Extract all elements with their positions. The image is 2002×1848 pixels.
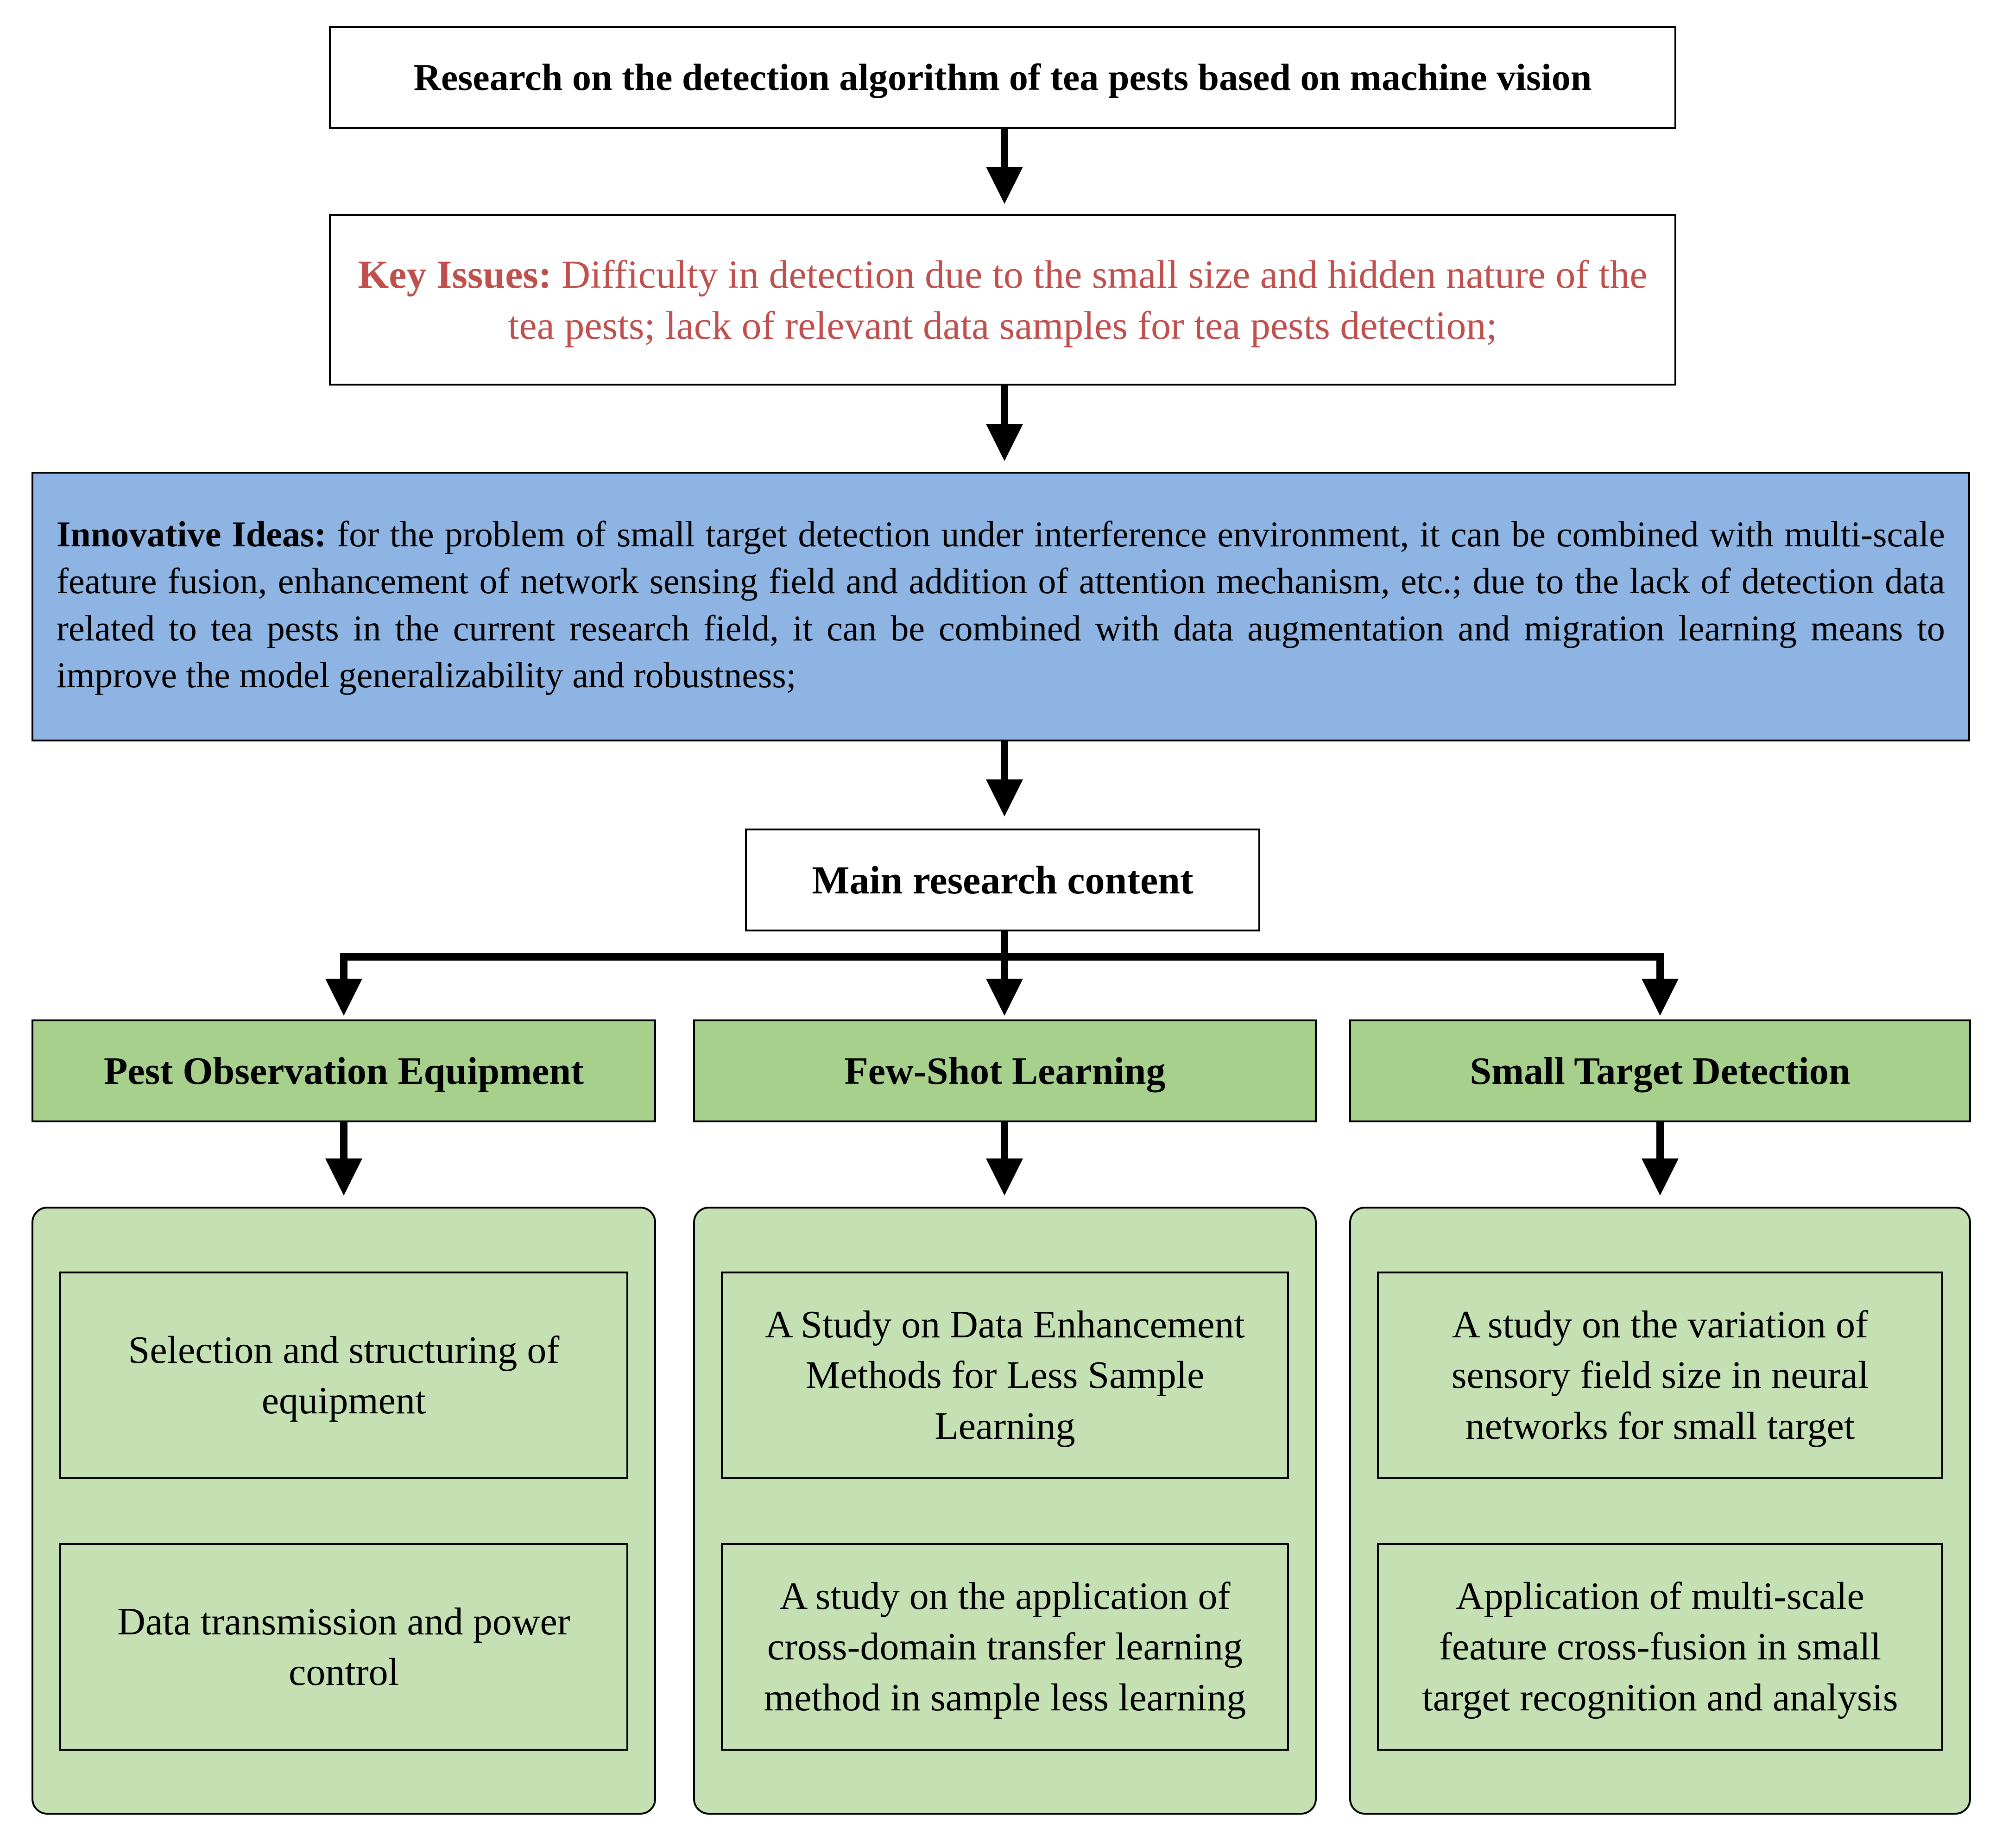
- key-issues-text: Key Issues: Difficulty in detection due …: [349, 249, 1656, 351]
- key-issues-body: Difficulty in detection due to the small…: [508, 252, 1648, 348]
- category-few-shot-learning: Few-Shot Learning: [693, 1019, 1317, 1122]
- sub-item-box: A study on the variation of sensory fiel…: [1377, 1272, 1943, 1479]
- sub-item-text: A Study on Data Enhancement Methods for …: [765, 1303, 1245, 1448]
- sub-item-box: Data transmission and power control: [59, 1543, 628, 1751]
- sub-item-box: Application of multi-scale feature cross…: [1377, 1543, 1943, 1751]
- main-research-content-label: Main research content: [812, 858, 1194, 902]
- research-title-box: Research on the detection algorithm of t…: [329, 26, 1676, 129]
- sub-item-box: A Study on Data Enhancement Methods for …: [721, 1272, 1289, 1479]
- research-title: Research on the detection algorithm of t…: [413, 56, 1592, 98]
- innovative-ideas-body: for the problem of small target detectio…: [57, 514, 1945, 696]
- key-issues-box: Key Issues: Difficulty in detection due …: [329, 214, 1676, 386]
- category-title: Small Target Detection: [1470, 1049, 1850, 1093]
- innovative-ideas-lead: Innovative Ideas:: [57, 514, 327, 554]
- sub-item-box: Selection and structuring of equipment: [59, 1272, 628, 1479]
- sub-item-text: Application of multi-scale feature cross…: [1422, 1575, 1898, 1719]
- key-issues-lead: Key Issues:: [358, 252, 552, 297]
- sub-item-text: A study on the application of cross-doma…: [764, 1575, 1246, 1719]
- category-pest-observation-equipment: Pest Observation Equipment: [32, 1019, 656, 1122]
- sub-item-text: Data transmission and power control: [117, 1600, 570, 1694]
- category-title: Pest Observation Equipment: [103, 1049, 584, 1093]
- category-title: Few-Shot Learning: [844, 1049, 1166, 1093]
- sub-item-text: A study on the variation of sensory fiel…: [1451, 1303, 1869, 1448]
- main-research-content-box: Main research content: [745, 829, 1260, 931]
- sub-item-text: Selection and structuring of equipment: [128, 1328, 560, 1422]
- innovative-ideas-box: Innovative Ideas: for the problem of sma…: [32, 472, 1970, 741]
- sub-item-box: A study on the application of cross-doma…: [721, 1543, 1289, 1751]
- category-small-target-detection: Small Target Detection: [1349, 1019, 1971, 1122]
